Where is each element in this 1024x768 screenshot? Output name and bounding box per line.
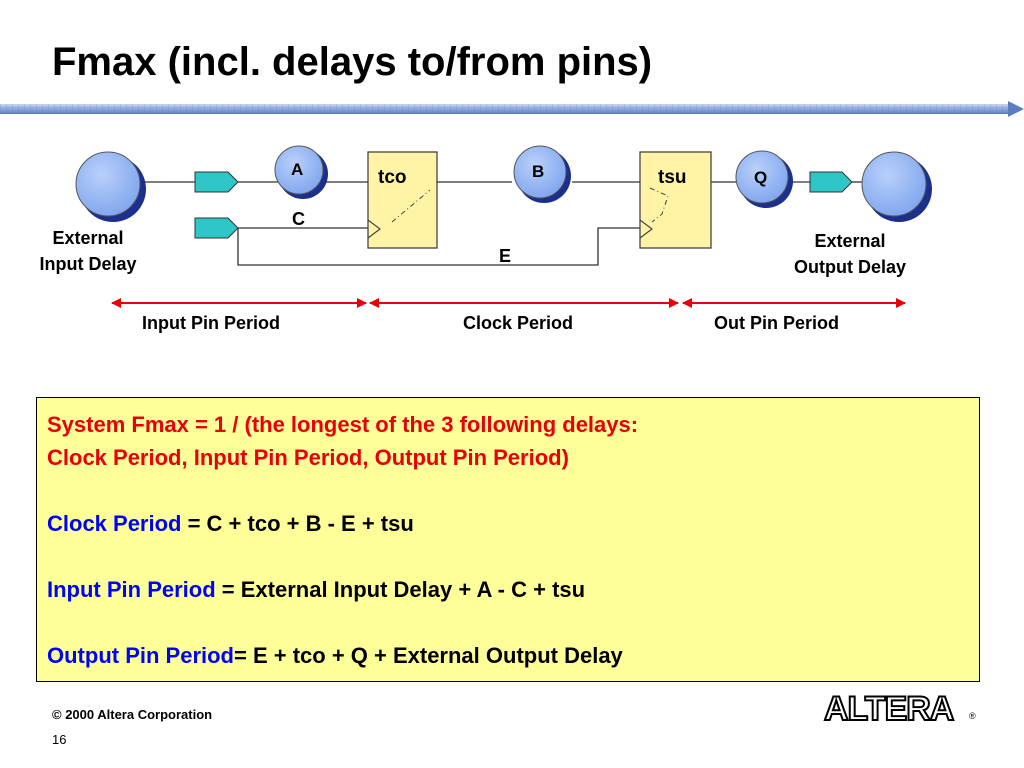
slide-title: Fmax (incl. delays to/from pins): [52, 40, 653, 84]
register-tco-label: tco: [378, 167, 407, 188]
fmax-definition-line2: Clock Period, Input Pin Period, Output P…: [47, 445, 569, 470]
wires: [142, 181, 868, 266]
external-input-device: [75, 151, 146, 222]
spacer: [47, 474, 969, 507]
wire-e-label: E: [499, 246, 512, 266]
register-tsu-label: tsu: [658, 167, 687, 188]
register-tsu: [639, 151, 712, 249]
fmax-definition-line1: System Fmax = 1 / (the longest of the 3 …: [47, 412, 639, 437]
input-pin-data: [194, 171, 239, 193]
external-input-delay-label: External Input Delay: [18, 225, 158, 277]
clock-period-term: Clock Period: [47, 511, 182, 536]
output-pin-period-term: Output Pin Period: [47, 643, 234, 668]
node-q-label: Q: [754, 168, 768, 187]
output-pin: [809, 171, 853, 193]
spacer: [47, 540, 969, 573]
external-input-delay-line1: External: [52, 228, 124, 248]
external-output-delay-line1: External: [814, 231, 886, 251]
clock-period-expr: = C + tco + B - E + tsu: [181, 511, 414, 536]
external-input-delay-line2: Input Delay: [39, 254, 137, 274]
output-pin-period-expr: = E + tco + Q + External Output Delay: [234, 643, 623, 668]
input-pin-period-formula: Input Pin Period = External Input Delay …: [47, 573, 969, 606]
fmax-formula-box: System Fmax = 1 / (the longest of the 3 …: [36, 397, 980, 682]
node-a: [274, 145, 328, 199]
input-pin-period-expr: = External Input Delay + A - C + tsu: [215, 577, 586, 602]
node-q: [735, 150, 793, 208]
output-pin-period-formula: Output Pin Period= E + tco + Q + Externa…: [47, 639, 969, 672]
input-pin-period-label: Input Pin Period: [142, 313, 280, 333]
node-b: [513, 145, 571, 203]
wire-c-label: C: [292, 209, 305, 229]
registered-mark: ®: [969, 711, 976, 721]
external-output-delay-label: External Output Delay: [770, 228, 930, 280]
register-tco: [367, 151, 438, 249]
timing-diagram: [75, 145, 932, 308]
spacer: [47, 606, 969, 639]
altera-logo-wordmark: ALTERA: [824, 690, 954, 727]
clock-period-label: Clock Period: [463, 313, 574, 333]
input-pin-clock: [194, 217, 239, 239]
footer-copyright: © 2000 Altera Corporation: [52, 707, 213, 722]
page-number: 16: [52, 732, 67, 747]
title-bar: [0, 101, 1024, 117]
clock-period-formula: Clock Period = C + tco + B - E + tsu: [47, 507, 969, 540]
external-output-device: [861, 151, 932, 222]
input-pin-period-term: Input Pin Period: [47, 577, 216, 602]
wire-e: [237, 227, 640, 266]
node-a-label: A: [291, 160, 304, 179]
out-pin-period-label: Out Pin Period: [714, 313, 840, 333]
node-b-label: B: [532, 162, 545, 181]
altera-logo: ALTERA ®: [823, 689, 976, 727]
external-output-delay-line2: Output Delay: [793, 257, 906, 277]
